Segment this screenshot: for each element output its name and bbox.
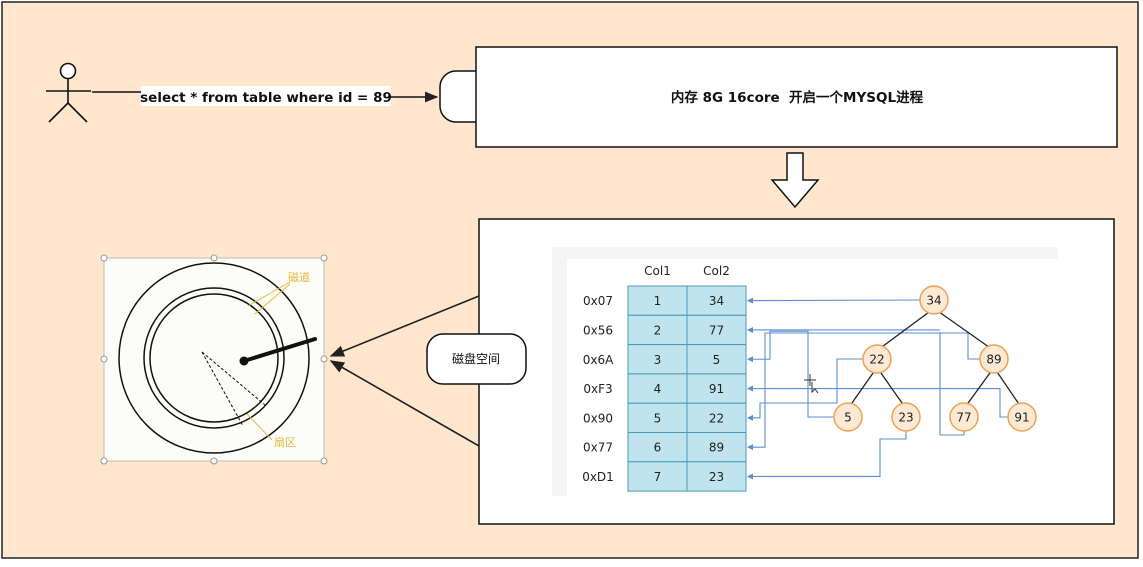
tree-edge: [876, 307, 935, 352]
tree-node-value: 22: [869, 353, 884, 367]
cell-value: 22: [709, 411, 724, 425]
row-pointer-arrow: [747, 414, 753, 421]
cell-value: 3: [654, 353, 662, 367]
query-text: select * from table where id = 89: [140, 90, 392, 106]
tree-node: [891, 402, 921, 432]
table-header: Col1: [644, 264, 671, 278]
disk-platter-icon: 磁道 扇区: [100, 254, 328, 465]
cell-value: 91: [709, 382, 724, 396]
row-pointer-arrow: [747, 356, 753, 363]
row-pointer-line: [748, 431, 907, 477]
tree-node-value: 34: [926, 294, 941, 308]
tree-edge: [993, 367, 1023, 409]
row-pointer-line: [748, 330, 834, 418]
table-cell: [686, 314, 747, 346]
cell-value: 2: [654, 323, 662, 337]
table-cell: [686, 461, 747, 492]
table-cell: [686, 285, 747, 316]
tree-edge: [876, 367, 907, 409]
tree-node-value: 77: [956, 411, 971, 425]
tree-node: [862, 344, 892, 374]
tree-edge: [933, 307, 995, 352]
row-address: 0xF3: [583, 382, 612, 396]
track-label: 磁道: [288, 270, 310, 284]
disk-node[interactable]: [426, 333, 527, 385]
table-cell: [686, 373, 747, 404]
disk-arrow-lower: [329, 360, 480, 447]
table-cell: [686, 402, 747, 434]
cell-value: 4: [654, 382, 662, 396]
tree-node: [833, 402, 863, 432]
cell-value: 23: [709, 470, 724, 484]
row-pointer-line: [748, 358, 863, 419]
tree-node-value: 23: [898, 411, 913, 425]
cell-value: 6: [654, 441, 662, 455]
cell-value: 77: [709, 323, 724, 337]
tree-node-value: 89: [986, 353, 1001, 367]
cell-value: 7: [654, 470, 662, 484]
memory-box[interactable]: [475, 46, 1118, 148]
tree-node: [919, 285, 949, 315]
row-address: 0x56: [583, 323, 613, 337]
sector-label: 扇区: [274, 435, 296, 449]
cell-value: 1: [654, 294, 662, 308]
btree-edges: [847, 307, 1023, 409]
row-pointer-arrow: [747, 444, 753, 451]
row-pointer-line: [748, 332, 980, 448]
row-pointer-arrow: [747, 297, 753, 304]
table-cell: [627, 314, 688, 346]
table-cell: [627, 432, 688, 463]
cell-value: 5: [654, 411, 662, 425]
tree-edge: [847, 367, 878, 409]
row-pointer-arrow: [747, 473, 753, 480]
tree-node-value: 91: [1014, 411, 1029, 425]
table-cell: [627, 373, 688, 404]
row-pointer-line: [748, 388, 1008, 418]
tree-edge: [963, 367, 995, 409]
table-cell: [627, 461, 688, 492]
row-pointer-line: [748, 329, 965, 436]
tree-node-value: 5: [844, 411, 852, 425]
table-cell: [686, 432, 747, 463]
tree-node: [1007, 402, 1037, 432]
data-table: Col1 Col2 0x07 1 34 0x56 2 77 0x6A 3 5 0xF3 4 91 0x90 5…: [582, 264, 747, 492]
tree-node: [949, 402, 979, 432]
disk-node-label: 磁盘空间: [452, 351, 500, 366]
row-address: 0x07: [583, 294, 613, 308]
row-pointer-arrow: [747, 326, 753, 333]
memory-box-label: 内存 8G 16core 开启一个MYSQL进程: [671, 89, 924, 106]
row-address: 0x90: [583, 411, 613, 425]
row-pointer-line: [747, 299, 921, 302]
user-actor-icon: [46, 62, 91, 123]
disk-arrow-upper: [329, 295, 480, 357]
cell-value: 89: [709, 441, 724, 455]
down-arrow-icon: [770, 152, 820, 209]
table-header: Col2: [703, 264, 730, 278]
row-address: 0xD1: [582, 470, 614, 484]
btree-nodes: 34 22 89 5 23 77 91: [833, 285, 1037, 432]
row-address: 0x77: [583, 441, 613, 455]
row-address: 0x6A: [583, 353, 614, 367]
move-cursor-icon: [804, 374, 819, 394]
row-pointer-arrow: [747, 385, 753, 392]
tree-node: [979, 344, 1009, 374]
pointer-lines: [747, 297, 1008, 480]
cell-value: 34: [709, 294, 724, 308]
cell-value: 5: [713, 353, 721, 367]
